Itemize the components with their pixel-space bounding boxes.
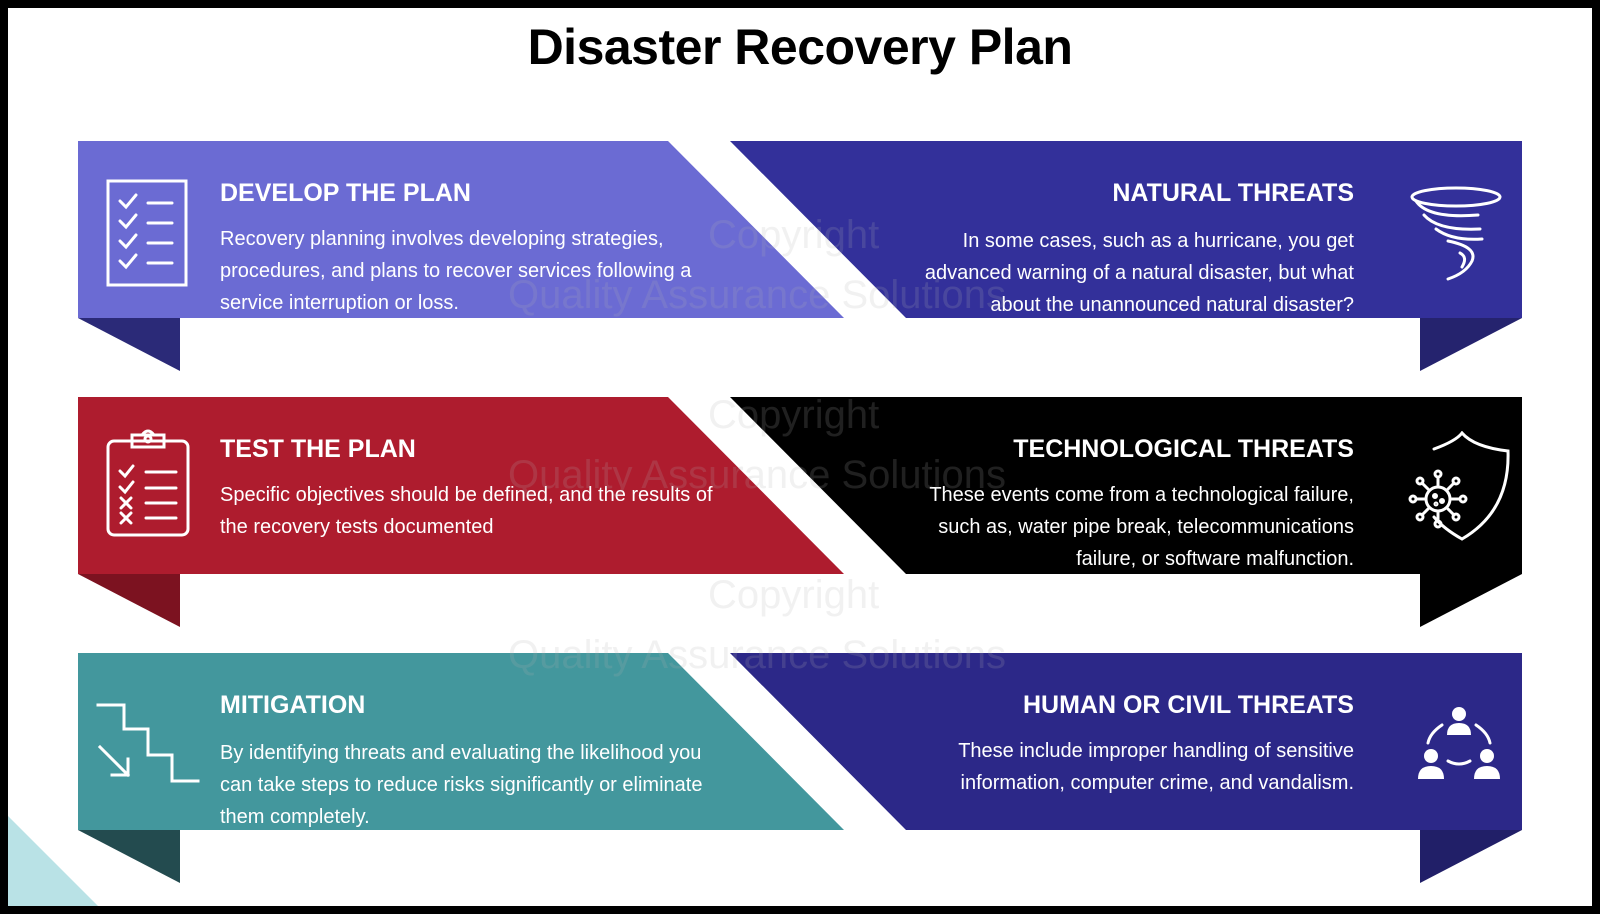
natural-threats-heading: NATURAL THREATS [1112, 179, 1354, 207]
right-panel [730, 141, 1522, 318]
row-1: DEVELOP THE PLAN Recovery planning invol… [8, 141, 1592, 373]
right-panel [730, 653, 1522, 830]
develop-plan-text: Recovery planning involves developing st… [220, 228, 692, 314]
left-panel [78, 397, 844, 574]
right-fold [1420, 830, 1522, 883]
page-title: Disaster Recovery Plan [527, 19, 1073, 75]
test-plan-text: Specific objectives should be defined, a… [220, 484, 713, 538]
natural-threats-text: In some cases, such as a hurricane, you … [924, 230, 1354, 316]
right-panel [730, 397, 1522, 574]
left-fold [78, 830, 180, 883]
mitigation-text: By identifying threats and evaluating th… [220, 742, 703, 828]
human-civil-threats-text: These include improper handling of sensi… [958, 740, 1354, 794]
human-civil-threats-heading: HUMAN OR CIVIL THREATS [1022, 691, 1354, 719]
left-fold [78, 318, 180, 371]
left-fold [78, 574, 180, 627]
technological-threats-heading: TECHNOLOGICAL THREATS [1013, 435, 1354, 463]
row-1-shapes [78, 141, 1522, 371]
stairs-down-icon [96, 703, 200, 783]
mitigation-heading: MITIGATION [220, 691, 366, 719]
right-fold [1420, 318, 1522, 371]
technological-threats-text: These events come from a technological f… [929, 484, 1354, 570]
shield-virus-icon [1408, 431, 1510, 541]
left-panel [78, 141, 844, 318]
row-2-shapes [78, 397, 1522, 627]
checklist-icon [106, 179, 188, 287]
tornado-icon [1410, 186, 1502, 281]
row-2: TEST THE PLAN Specific objectives should… [8, 397, 1592, 629]
right-fold [1420, 574, 1522, 627]
slide: Disaster Recovery Plan DEVELOP THE PLAN … [8, 8, 1592, 906]
row-3: MITIGATION By identifying threats and ev… [8, 653, 1592, 885]
clipboard-icon [106, 429, 190, 537]
develop-plan-heading: DEVELOP THE PLAN [220, 179, 471, 207]
left-panel [78, 653, 844, 830]
corner-accent [8, 816, 98, 906]
row-3-shapes [78, 653, 1522, 883]
group-people-icon [1418, 707, 1500, 779]
test-plan-heading: TEST THE PLAN [220, 435, 416, 463]
